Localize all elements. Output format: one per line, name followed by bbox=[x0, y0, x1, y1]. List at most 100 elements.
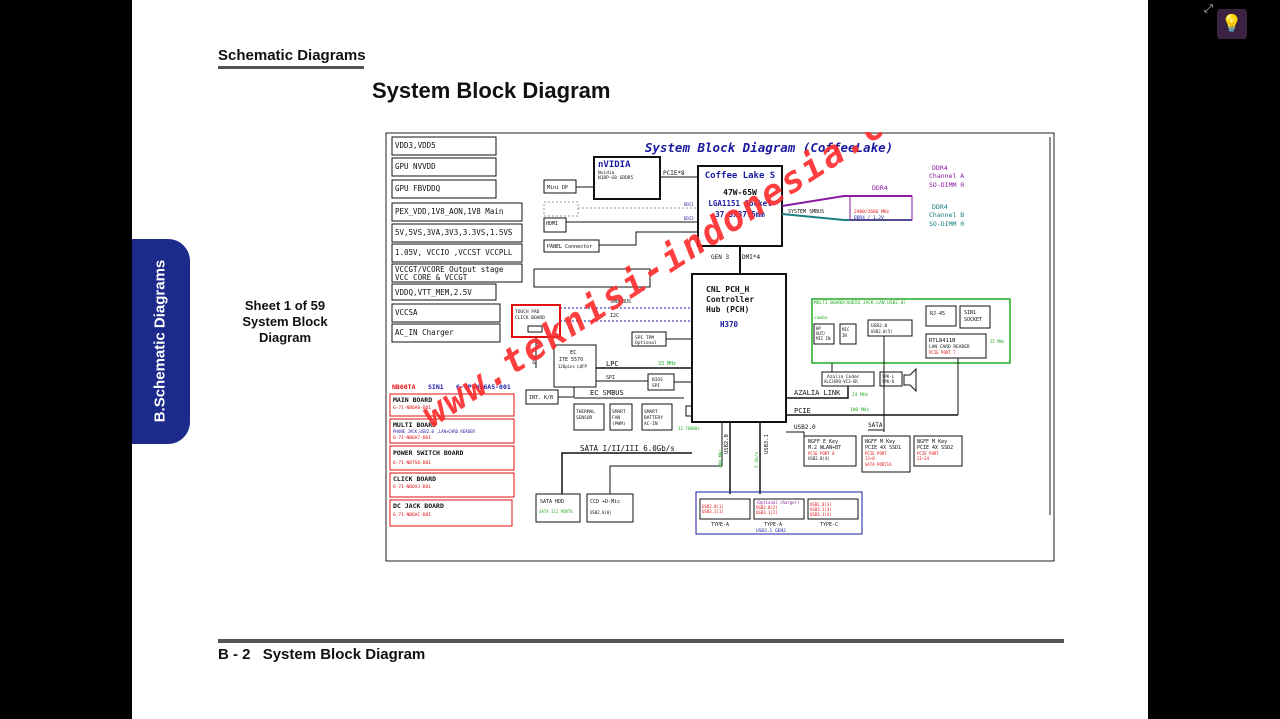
sheet-name-2: Diagram bbox=[258, 330, 312, 345]
sata-bus-label: SATA I/II/III 6.0Gb/s bbox=[580, 444, 675, 453]
ddi1-label: DDI1 bbox=[684, 202, 694, 207]
speaker-box bbox=[879, 371, 903, 387]
ddr-a-3: SO-DIMM 0 bbox=[929, 181, 964, 189]
expand-icon[interactable]: ⤢ bbox=[1204, 3, 1213, 15]
rail-label: GPU FBVDDQ bbox=[395, 184, 441, 193]
system-smbus-label: SYSTEM SMBUS bbox=[788, 209, 824, 215]
codec-chip: ALC269Q-VC3-GR bbox=[824, 379, 858, 384]
mic-in: IN bbox=[842, 333, 847, 338]
bios-type: SPI bbox=[652, 383, 660, 389]
document-page: Schematic Diagrams System Block Diagram … bbox=[132, 0, 1148, 719]
board-pn: 6-71-NB6A0-D01 bbox=[393, 405, 431, 411]
fan-label: SMART bbox=[612, 409, 626, 415]
model-pn: 6-7P-NB6A5-001 bbox=[456, 383, 511, 391]
lpc-clock: 33 MHz bbox=[658, 361, 676, 367]
hp-label: HP bbox=[816, 326, 821, 331]
usb20b-link bbox=[786, 431, 805, 436]
pch-line1: CNL PCH_H bbox=[706, 285, 750, 294]
panel-link bbox=[599, 231, 698, 246]
rail-box bbox=[391, 263, 523, 283]
page-number: B - 2 bbox=[218, 646, 251, 663]
board-pn: 6-71-NB7S0-D01 bbox=[393, 460, 431, 466]
i2c-label: I2C bbox=[610, 313, 619, 319]
board-name: MULTI BOARD bbox=[393, 421, 436, 429]
pcie-clock: 100 MHz bbox=[850, 407, 869, 413]
azalia-label: AZALIA LINK bbox=[794, 389, 841, 397]
m2-ssd1-key: NGFF M Key bbox=[865, 439, 895, 445]
rtl-box bbox=[925, 333, 987, 359]
footer-rule bbox=[218, 639, 1064, 643]
board-box bbox=[389, 499, 513, 527]
typea1-label: TYPE-A bbox=[711, 522, 729, 528]
board-box bbox=[389, 393, 515, 417]
ccd-label: CCD +D-Mic bbox=[590, 499, 620, 505]
system-block-diagram: System Block Diagram (CoffeeLake) VDD3,V… bbox=[385, 132, 1055, 562]
usb31-speed: 5 Gb/s bbox=[754, 451, 760, 468]
lightbulb-button[interactable]: 💡 bbox=[1217, 9, 1247, 39]
rail-label: GPU NVVDD bbox=[395, 162, 436, 171]
usb-typea2-usb2: USB2.0(2) bbox=[756, 505, 778, 510]
usb-typec-usb3b: USB3.1(4) bbox=[810, 512, 832, 517]
ps2-label: PS2 bbox=[532, 356, 538, 364]
speaker-right: SPK-R bbox=[882, 379, 895, 384]
int-kb-label: INT. K/B bbox=[529, 395, 553, 401]
usb-typec-usb3a: USB3.1(3) bbox=[810, 507, 832, 512]
lightbulb-icon: 💡 bbox=[1221, 14, 1243, 33]
m2-ssd2-key: NGFF M Key bbox=[917, 439, 947, 445]
model-sin: SIN1 bbox=[428, 383, 444, 391]
gpu-sub: Nvidia bbox=[598, 170, 615, 176]
usb-typec-usb2: USB2.0(3) bbox=[810, 502, 832, 507]
sin1-socket-box bbox=[959, 305, 991, 329]
m2-ssd2-pcie: PCIE PORT bbox=[917, 451, 939, 456]
hp-mic: MIC IN bbox=[816, 336, 831, 341]
board-box bbox=[389, 472, 515, 498]
panel-box bbox=[543, 239, 600, 253]
sata-hdd-label: SATA HDD bbox=[540, 499, 564, 505]
section-header: Schematic Diagrams bbox=[218, 47, 366, 64]
multi-board-group bbox=[811, 298, 1011, 364]
ddr-b-2: Channel B bbox=[929, 211, 964, 219]
cpu-name: Coffee Lake S bbox=[705, 171, 775, 181]
hdmi-box bbox=[543, 217, 567, 233]
usb20-multi-box bbox=[867, 319, 913, 337]
pcie8-label: PCIE*8 bbox=[663, 170, 685, 177]
spi-tpm-opt: Optional bbox=[635, 340, 657, 346]
gen3-label: GEN 3 bbox=[711, 254, 729, 261]
page-title: System Block Diagram bbox=[372, 78, 611, 103]
rail-label: VDD3,VDD5 bbox=[395, 141, 436, 150]
usb-typea1-usb3: USB3.1(1) bbox=[702, 509, 724, 514]
touchpad-connector bbox=[527, 325, 543, 333]
m2-ssd1-lanes: 13~8 bbox=[865, 456, 875, 461]
side-tab-label: B.Schematic Diagrams bbox=[151, 259, 169, 423]
ec-chip: ITE 5570 bbox=[559, 357, 583, 363]
rail-box bbox=[391, 323, 501, 343]
codec-label: Azalia Codec bbox=[827, 374, 860, 380]
optional-dp-box bbox=[543, 201, 579, 217]
model-name: NB60TA bbox=[392, 383, 416, 391]
fan-box bbox=[609, 403, 633, 431]
lpc-label: LPC bbox=[606, 360, 619, 368]
mic-label: MIC bbox=[842, 327, 850, 332]
usb-typea1-usb2: USB2.0(1) bbox=[702, 504, 724, 509]
ec-box bbox=[553, 344, 597, 388]
sin1-socket: SOCKET bbox=[964, 317, 982, 323]
thermal-box bbox=[573, 403, 605, 431]
hp-out: OUT/ bbox=[816, 331, 826, 336]
rail-label: 5V,5VS,3VA,3V3,3.3VS,1.5VS bbox=[395, 228, 513, 237]
board-name: CLICK BOARD bbox=[393, 475, 436, 483]
board-box bbox=[389, 418, 515, 444]
m2-wlan-label: M.2 WLAN+BT bbox=[808, 445, 841, 451]
fan-type: FAN bbox=[612, 415, 620, 421]
spi-label: SPI bbox=[606, 375, 615, 381]
rail-box bbox=[391, 202, 523, 222]
spi-tpm-label: SPI TPM bbox=[635, 335, 654, 341]
diagram-title: System Block Diagram (CoffeeLake) bbox=[645, 140, 893, 155]
rj45-label: RJ-45 bbox=[930, 311, 945, 317]
gpu-name: nVIDIA bbox=[598, 160, 631, 170]
sheet-name-1: System Block bbox=[242, 314, 328, 329]
empty-box bbox=[533, 268, 651, 288]
battery-type: BATTERY bbox=[644, 415, 663, 421]
ddi2-label: DDI2 bbox=[684, 216, 694, 221]
footer: B - 2 System Block Diagram bbox=[218, 646, 425, 663]
ec-package: 128pins LQFP bbox=[558, 364, 587, 369]
